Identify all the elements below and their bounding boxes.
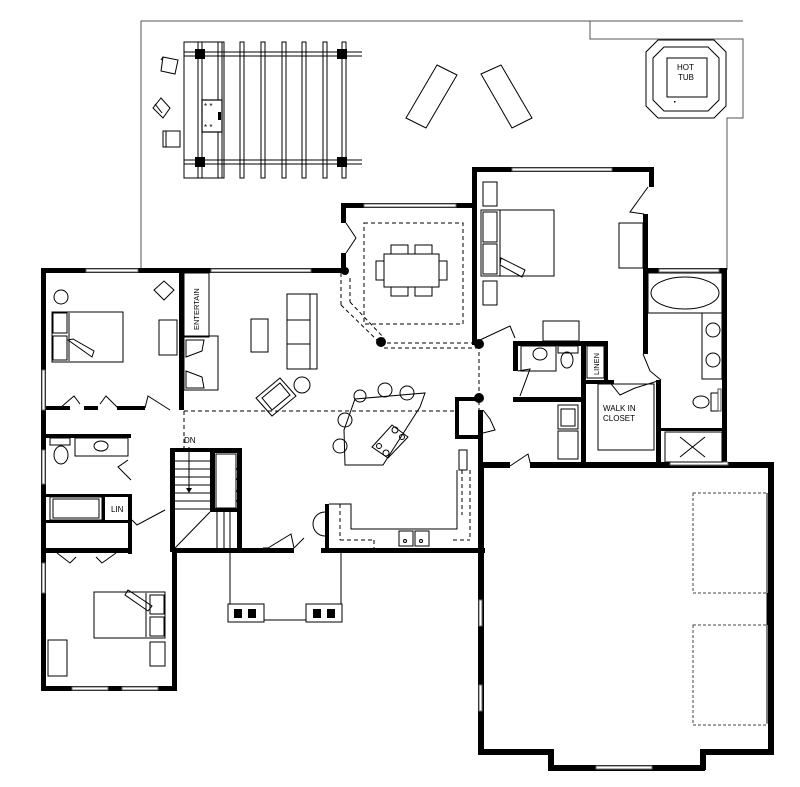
grill-icon: * * * * <box>201 99 223 133</box>
hall-bath: LIN <box>49 437 166 526</box>
cooktop-icon <box>371 424 409 459</box>
stairs-down-label: DN <box>184 436 196 445</box>
sink-icon <box>398 530 430 547</box>
stairs: DN <box>170 436 305 552</box>
garage <box>692 492 774 726</box>
dashed-separators <box>183 345 480 463</box>
linen-label: LIN <box>111 505 124 514</box>
powder-laundry: LINEN <box>509 345 605 467</box>
linen-label: LINEN <box>592 353 601 375</box>
svg-text:* *: * * <box>204 123 212 132</box>
entertain-label: ENTERTAIN <box>192 288 201 330</box>
walls <box>41 167 774 771</box>
windows <box>41 167 729 770</box>
bedroom-lower-left <box>47 552 166 677</box>
living-room: ENTERTAIN <box>183 272 318 417</box>
chaise-lounge-icon <box>405 64 533 129</box>
hot-tub-label: TUB <box>678 73 694 82</box>
master-bath <box>642 272 723 463</box>
front-porch <box>227 553 343 623</box>
hot-tub: HOT TUB <box>645 39 727 119</box>
deck <box>140 20 744 270</box>
master-bedroom <box>479 181 649 342</box>
walk-in-closet: WALK IN CLOSET <box>597 379 662 451</box>
patio-chair-icon <box>152 56 181 148</box>
pergola <box>183 41 362 179</box>
dining-area <box>340 222 484 403</box>
hot-tub-label: HOT <box>677 63 694 72</box>
svg-text:* *: * * <box>204 102 212 111</box>
walk-in-closet-label: WALK IN <box>603 404 636 413</box>
kitchen <box>312 382 496 548</box>
bedroom-upper-left <box>51 280 178 411</box>
walk-in-closet-label: CLOSET <box>603 414 635 423</box>
